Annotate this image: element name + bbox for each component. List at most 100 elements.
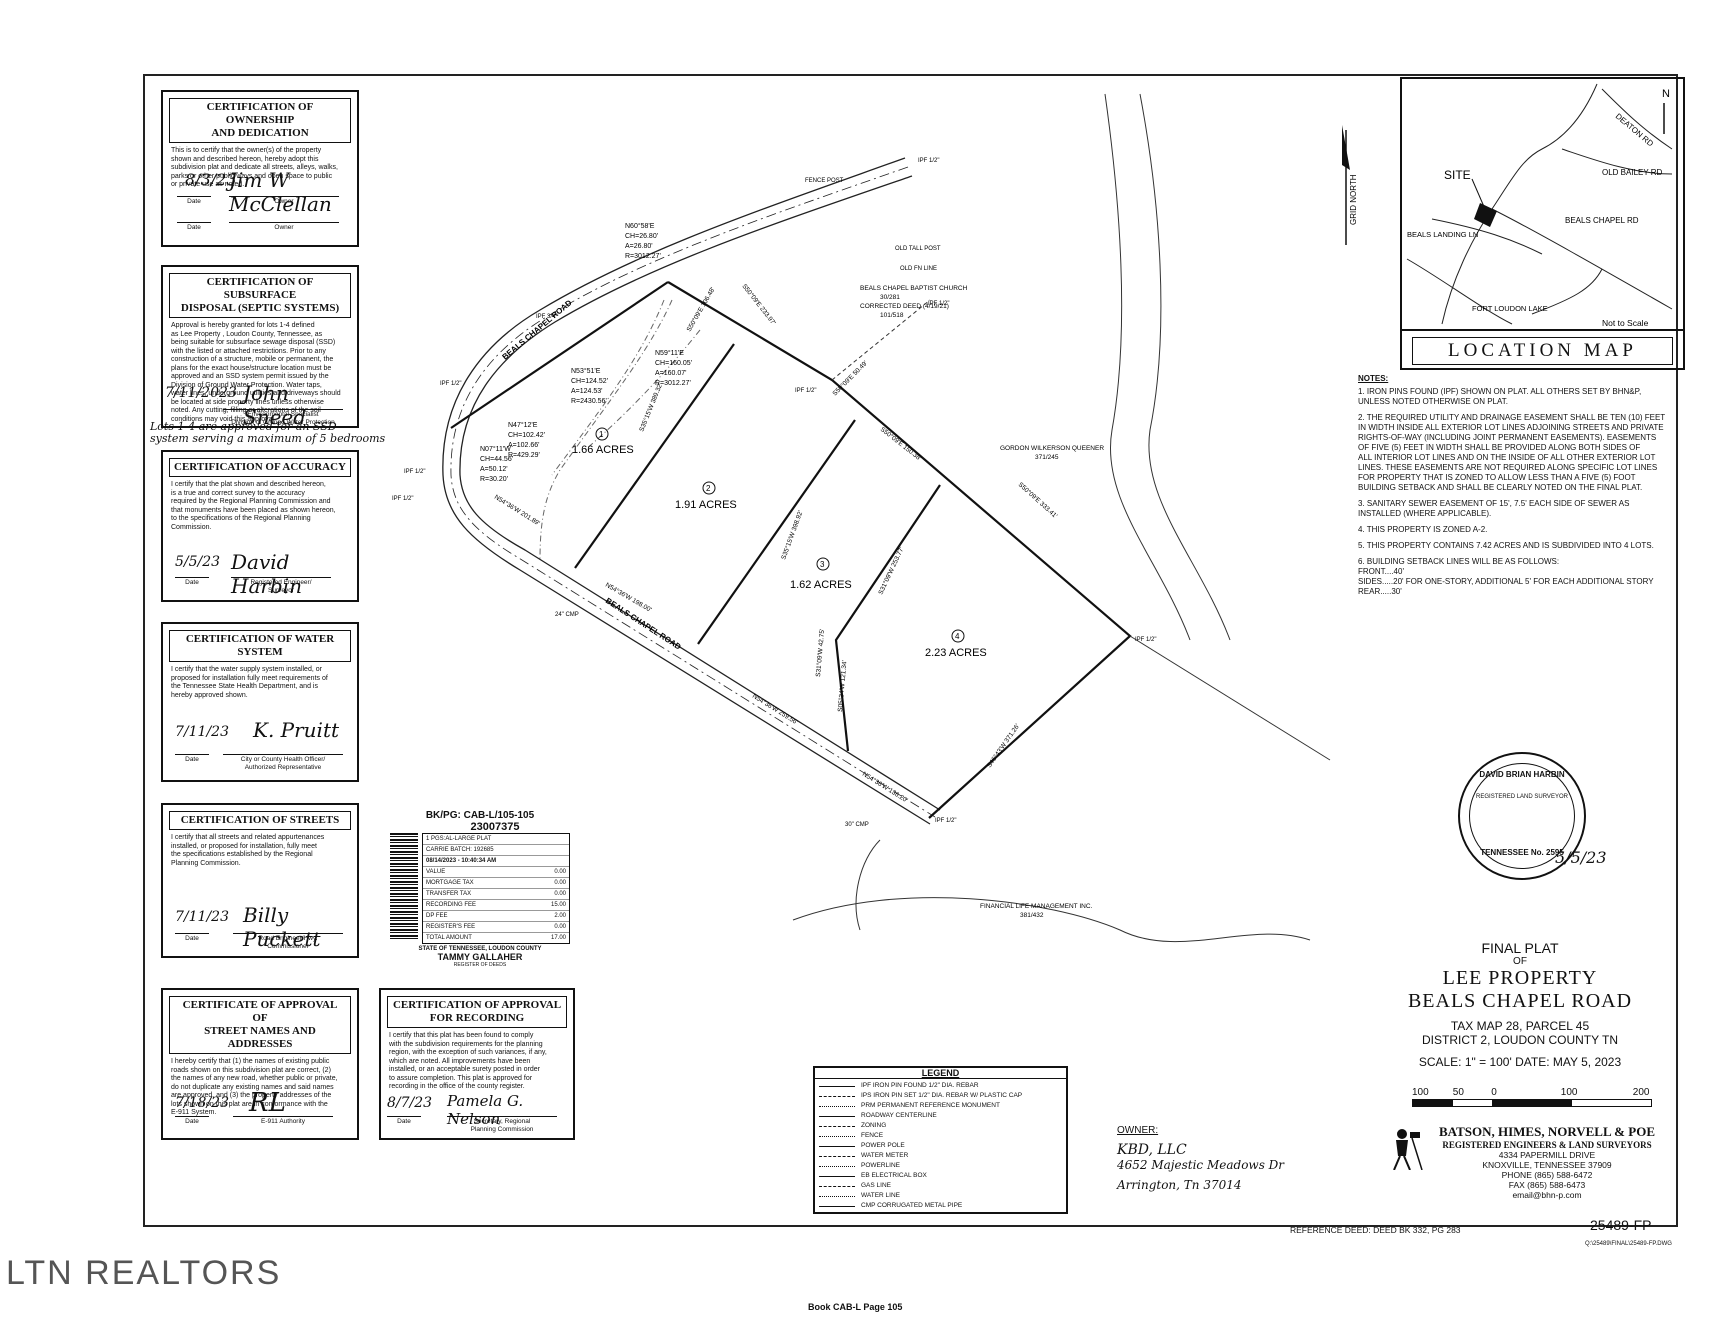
legend-row: GAS LINE — [861, 1182, 891, 1189]
seal-title: REGISTERED LAND SURVEYOR — [1476, 794, 1568, 800]
legend-symbol — [819, 1156, 855, 1157]
cert-accuracy-signature: David Harbin — [231, 550, 303, 598]
legend-symbol — [819, 1206, 855, 1207]
legend-row: CMP CORRUGATED METAL PIPE — [861, 1202, 963, 1209]
scale-bar-label: 50 — [1452, 1087, 1464, 1098]
firm-address-2: KNOXVILLE, TENNESSEE 37909 — [1482, 1160, 1612, 1170]
stamp-fee-label: 08/14/2023 - 10:40:34 AM — [426, 858, 497, 864]
grid-north-arrow: GRID NORTH — [1342, 125, 1358, 245]
note-item: 6. BUILDING SETBACK LINES WILL BE AS FOL… — [1358, 557, 1654, 596]
map-scale-note: Not to Scale — [1602, 318, 1649, 328]
legend-row: ROADWAY CENTERLINE — [861, 1112, 937, 1119]
stamp-fee-label: 1 PGS:AL-LARGE PLAT — [426, 836, 492, 842]
stamp-fee-label: REGISTER'S FEE — [426, 924, 476, 930]
legend-row: IPS IRON PIN SET 1/2" DIA. REBAR W/ PLAS… — [861, 1092, 1023, 1099]
register-stamp: BK/PG: CAB-L/105-105 23007375 1 PGS:AL-L… — [390, 810, 570, 968]
church-line-3: CORRECTED DEED (4/19/21) — [860, 303, 949, 310]
stamp-fee-row: VALUE 0.00 — [423, 867, 569, 878]
map-label-site: SITE — [1444, 168, 1471, 182]
stamp-fee-label: CARRIE BATCH: 192685 — [426, 847, 494, 853]
cert-water-sig-label: City or County Health Officer/ Authorize… — [223, 754, 343, 771]
bearing-label: S31°09'W 42.75' — [814, 629, 826, 678]
note-item: 3. SANITARY SEWER EASEMENT OF 15', 7.5' … — [1358, 499, 1630, 518]
title-scale-date: SCALE: 1" = 100' DATE: MAY 5, 2023 — [1418, 1055, 1622, 1069]
date-label: Date — [175, 754, 209, 764]
cert-streets-sig-label: Road Engineer/Hwy. Commissioner — [233, 933, 343, 950]
bearing-label: S05°34'W 121.34' — [836, 660, 848, 712]
firm-name: BATSON, HIMES, NORVELL & POE — [1438, 1124, 1655, 1139]
cert-septic-title: CERTIFICATION OF SUBSURFACE DISPOSAL (SE… — [169, 273, 351, 318]
plat-border — [143, 74, 1678, 1227]
cert-water: CERTIFICATION OF WATER SYSTEM I certify … — [161, 622, 359, 782]
bearing-label: S46°43'W 371.26' — [985, 722, 1021, 769]
legend-symbol — [819, 1086, 855, 1087]
note-item: 2. THE REQUIRED UTILITY AND DRAINAGE EAS… — [1358, 413, 1666, 492]
lot-3-number: 3 — [820, 560, 825, 569]
stamp-fee-label: TRANSFER TAX — [426, 891, 472, 897]
stamp-bkpg: BK/PG: CAB-L/105-105 — [425, 810, 535, 821]
lot-2-number: 2 — [706, 484, 711, 493]
ipf-label: IPF 1/2" — [928, 301, 949, 307]
date-label: Date — [175, 933, 209, 943]
cert-water-title: CERTIFICATION OF WATER SYSTEM — [169, 630, 351, 662]
legend-symbol — [819, 1096, 855, 1097]
stamp-state: STATE OF TENNESSEE, LOUDON COUNTY — [418, 946, 542, 952]
stamp-fee-value: 17.00 — [550, 935, 566, 941]
cert-septic-date: 7/11/2023 — [165, 385, 237, 401]
stamp-barcode — [390, 833, 418, 941]
stamp-register-name: TAMMY GALLAHER — [437, 952, 523, 962]
title-property: LEE PROPERTY — [1442, 967, 1598, 989]
cert-street-names-date: 7/18/23 — [175, 1095, 229, 1111]
firm-subtitle: REGISTERED ENGINEERS & LAND SURVEYORS — [1442, 1140, 1652, 1150]
grid-north-label: GRID NORTH — [1349, 174, 1358, 225]
cert-street-names-signature: RL — [249, 1088, 286, 1118]
cert-accuracy-sig-label: Registered Engineer/ Surveyor — [231, 577, 331, 594]
seal-date: 5/5/23 — [1555, 848, 1607, 867]
seal-name: DAVID BRIAN HARBIN — [1479, 770, 1565, 779]
cert-ownership: CERTIFICATION OF OWNERSHIP AND DEDICATIO… — [161, 90, 359, 247]
church-line-2: 30/281 — [880, 294, 900, 301]
owner-label: Owner — [229, 196, 339, 206]
legend-row: EB ELECTRICAL BOX — [861, 1172, 927, 1179]
title-final-plat: FINAL PLAT — [1481, 940, 1559, 956]
firm-phone: PHONE (865) 588-6472 — [1501, 1170, 1593, 1180]
cert-water-body: I certify that the water supply system i… — [171, 666, 328, 699]
stamp-fee-value: 2.00 — [554, 913, 566, 919]
stamp-fee-row: 1 PGS:AL-LARGE PLAT — [423, 834, 569, 845]
scale-bar-label: 100 — [1560, 1087, 1578, 1098]
drawing-path: Q:\25489\FINAL\25489-FP.DWG — [1585, 1241, 1672, 1247]
legend-row: WATER LINE — [861, 1192, 901, 1199]
cmp-24-label: 24" CMP — [555, 612, 579, 618]
date-label: Date — [387, 1116, 421, 1126]
stamp-fee-value: 0.00 — [554, 869, 566, 875]
ipf-label: IPF 1/2" — [392, 496, 413, 502]
bearing-label: S50°09'E 333.41' — [1017, 481, 1059, 520]
stamp-fee-row: CARRIE BATCH: 192685 — [423, 845, 569, 856]
bearing-label: S50°09'E 233.97' — [740, 282, 777, 326]
stamp-fee-label: DP FEE — [426, 913, 448, 919]
lot-4-number: 4 — [955, 632, 960, 641]
adjoiner-queener: GORDON WILKERSON QUEENER 371/245 — [1000, 445, 1106, 461]
cert-street-names-body: I hereby certify that (1) the names of e… — [171, 1058, 338, 1116]
legend-row: IPF IRON PIN FOUND 1/2" DIA. REBAR — [861, 1082, 979, 1089]
lot-4-acres: 2.23 ACRES — [925, 647, 987, 659]
legend-symbol — [819, 1186, 855, 1187]
legend-symbol — [819, 1146, 855, 1147]
bearing-label: S50°09'E 150.38' — [879, 425, 923, 462]
stamp-fee-label: VALUE — [426, 869, 446, 875]
scale-bar-label: 200 — [1632, 1087, 1650, 1098]
cert-recording-title: CERTIFICATION OF APPROVAL FOR RECORDING — [387, 996, 567, 1028]
lot-2-acres: 1.91 ACRES — [675, 499, 737, 511]
stamp-fee-label: MORTGAGE TAX — [426, 880, 474, 886]
lot-markers — [595, 427, 965, 643]
cert-water-date: 7/11/23 — [175, 724, 229, 740]
legend-symbol — [819, 1166, 855, 1167]
cmp-30-label: 30" CMP — [845, 822, 869, 828]
legend-symbol — [819, 1196, 855, 1197]
location-map: N DEATON RD OLD BAILEY RD SITE BEALS CHA… — [1400, 77, 1685, 370]
ipf-label: IPF 1/2" — [918, 158, 939, 164]
